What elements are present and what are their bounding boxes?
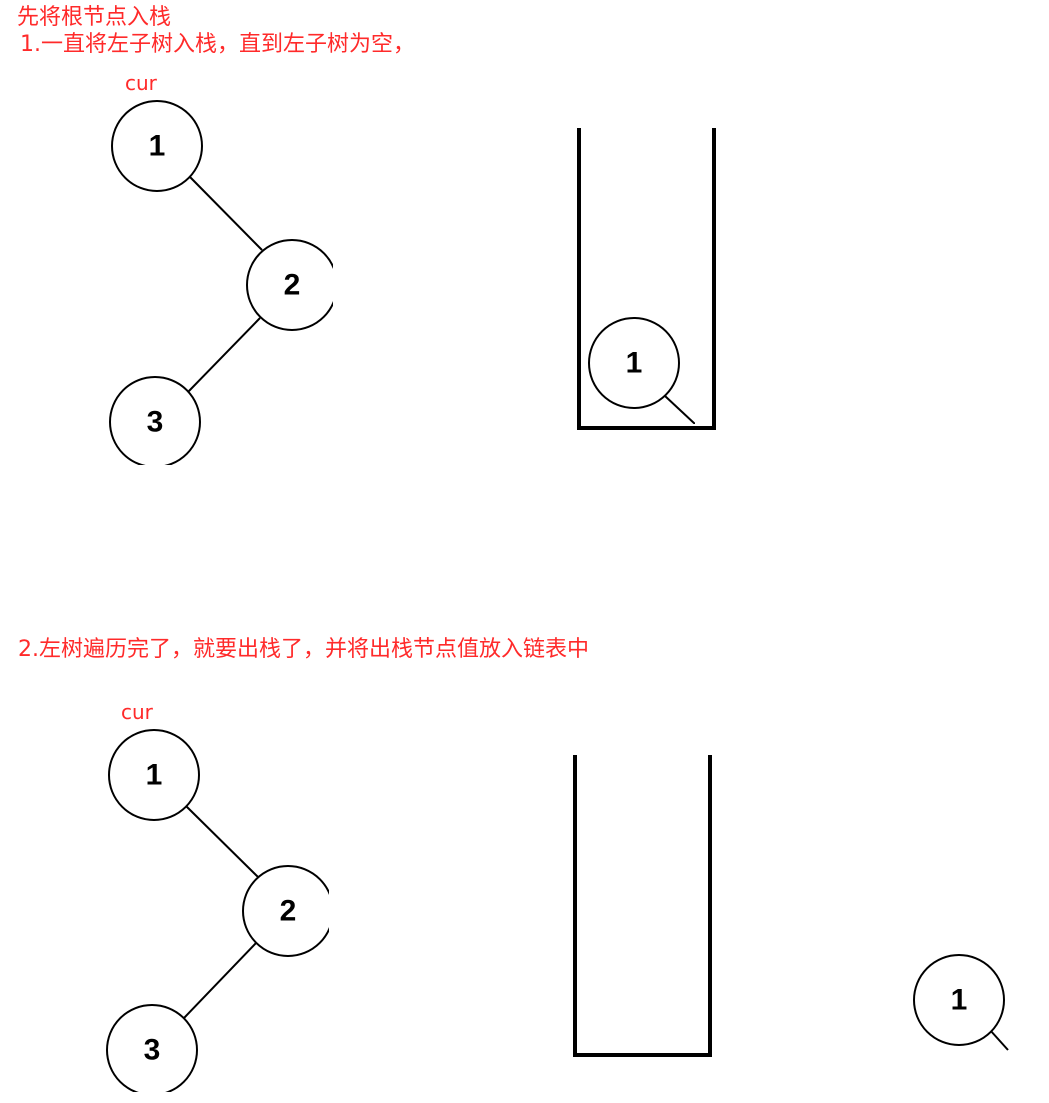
output-node-1: 1 <box>913 954 1009 1051</box>
tree-node-1: 1 <box>108 729 200 821</box>
edge-1-2 <box>189 176 263 251</box>
tree-node-3: 3 <box>109 376 201 465</box>
node-value: 1 <box>626 347 643 380</box>
node-value: 2 <box>284 269 301 302</box>
panel2-tree: 1 2 3 <box>106 729 329 1092</box>
node-value: 3 <box>144 1034 161 1067</box>
stack-container <box>573 755 712 1057</box>
stack-item-1: 1 <box>588 317 695 424</box>
node-value: 1 <box>146 759 163 792</box>
cur-pointer-label-top: cur <box>125 71 157 95</box>
node-value: 2 <box>280 895 297 928</box>
edge-1-2 <box>185 805 259 878</box>
node-value: 1 <box>951 984 968 1017</box>
node-value: 3 <box>147 406 164 439</box>
panel2-stack <box>573 755 712 1057</box>
cur-pointer-label-bottom: cur <box>121 700 153 724</box>
stack-container <box>577 128 716 430</box>
edge-2-3 <box>183 942 257 1019</box>
panel1-stack: 1 <box>577 128 716 430</box>
edge-2-3 <box>187 317 261 393</box>
tree-node-3: 3 <box>106 1004 198 1092</box>
tree-node-1: 1 <box>111 100 203 192</box>
tree-node-2: 2 <box>242 865 329 957</box>
step2-caption: 2.左树遍历完了，就要出栈了，并将出栈节点值放入链表中 <box>18 637 589 662</box>
tree-node-2: 2 <box>246 239 333 331</box>
node-value: 1 <box>149 130 166 163</box>
step1-caption: 1.一直将左子树入栈，直到左子树为空， <box>20 32 415 57</box>
diagram-title: 先将根节点入栈 <box>17 5 172 30</box>
panel1-tree: 1 2 3 <box>109 100 333 465</box>
